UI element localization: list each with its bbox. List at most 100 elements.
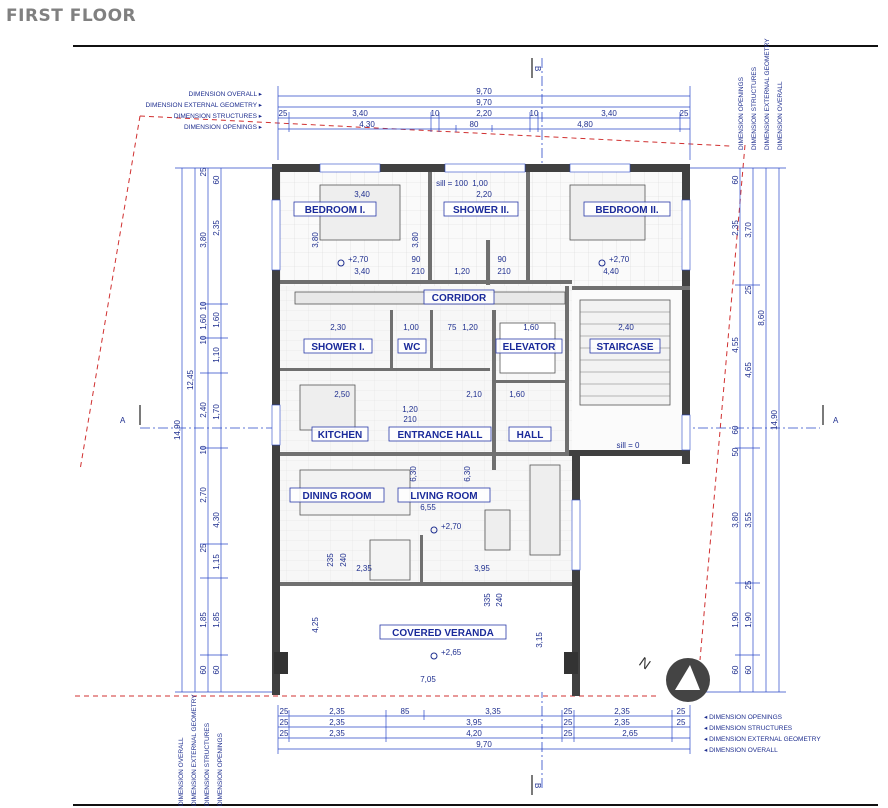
dimension-label: 2,35 [329,718,345,727]
dimension-label: 85 [401,707,410,716]
interior-dimension-label: 3,95 [474,564,490,573]
interior-dimension-label: 1,20 [402,405,418,414]
dimension-label: 25 [744,285,753,294]
dimension-label: 1,60 [212,312,221,328]
dimension-label: 10 [530,109,539,118]
dimension-label: 1,85 [199,612,208,628]
interior-dimension-label: 6,30 [463,466,472,482]
legend-label: DIMENSION STRUCTURES ▸ [174,113,263,120]
title-rule [73,45,878,47]
legend-label: DIMENSION OVERALL [777,81,784,150]
svg-text:WC: WC [404,342,421,353]
dimension-label: 2,35 [329,729,345,738]
interior-dimension-label: 3,40 [354,190,370,199]
bottom-dimension-lines [277,705,691,754]
dimension-label: 25 [744,580,753,589]
interior-dimension-label: 235 [326,553,335,567]
dimension-label: 25 [680,109,689,118]
svg-text:CORRIDOR: CORRIDOR [432,293,487,304]
legend-label: DIMENSION EXTERNAL GEOMETRY [764,38,771,150]
dimension-label: 1,70 [212,404,221,420]
dimension-label: 4,80 [577,120,593,129]
room-covered-veranda: COVERED VERANDA [379,624,507,640]
dimension-label: 2,35 [329,707,345,716]
interior-dimension-label: 2,35 [356,564,372,573]
dimension-label: 3,40 [352,109,368,118]
dimension-label: 9,70 [476,87,492,96]
dimension-label: 60 [199,665,208,674]
dimension-label: 60 [731,665,740,674]
room-entrance-hall: ENTRANCE HALL [388,426,492,442]
dimension-label: 4,55 [731,337,740,353]
dimension-label: 25 [564,729,573,738]
room-shower-1: SHOWER I. [303,338,373,354]
dimension-label: 1,90 [744,612,753,628]
interior-dimension-label: 4,25 [311,617,320,633]
room-hall: HALL [508,426,552,442]
left-dimension-lines [175,167,280,693]
dimension-label: 60 [744,665,753,674]
dimension-label: 25 [564,718,573,727]
dimension-label: 60 [731,425,740,434]
interior-dimension-label: 1,20 [454,267,470,276]
interior-dimension-label: sill = 0 [617,441,640,450]
interior-dimension-label: 2,20 [476,190,492,199]
interior-dimension-label: 1,60 [509,390,525,399]
dimension-label: 10 [199,301,208,310]
dimension-label: 2,20 [476,109,492,118]
svg-text:+2,70: +2,70 [609,255,630,264]
dimension-label: 4,65 [744,362,753,378]
room-dining-room: DINING ROOM [289,487,385,503]
svg-text:+2,65: +2,65 [441,648,462,657]
dimension-label: 25 [280,718,289,727]
svg-text:STAIRCASE: STAIRCASE [596,342,653,353]
interior-dimension-label: 90 [412,255,421,264]
right-dimension-lines [690,167,786,693]
dimension-label: 25 [199,543,208,552]
dimension-label: 3,70 [744,222,753,238]
interior-dimension-label: 2,10 [466,390,482,399]
legend-label: DIMENSION OPENINGS [217,732,224,806]
interior-dimension-label: 335 [483,593,492,607]
dimension-label: 3,40 [601,109,617,118]
svg-text:ENTRANCE HALL: ENTRANCE HALL [398,430,483,441]
dimension-label: 80 [470,120,479,129]
room-labels: BEDROOM I. SHOWER II. BEDROOM II. CORRID… [289,201,671,640]
dimension-label: 3,80 [199,232,208,248]
drawing-title: FIRST FLOOR [6,6,137,26]
interior-dimension-label: sill = 100 [436,179,468,188]
room-wc: WC [397,338,427,354]
legend-label: DIMENSION EXTERNAL GEOMETRY [191,694,198,806]
interior-dimension-label: 1,20 [462,323,478,332]
interior-dimension-label: 210 [411,267,425,276]
interior-dimension-label: 7,05 [420,675,436,684]
room-bedroom-1: BEDROOM I. [293,201,377,217]
dimension-label: 4,20 [466,729,482,738]
dimension-label: 2,35 [614,707,630,716]
interior-dimension-label: 210 [403,415,417,424]
dimension-label: 4,30 [212,512,221,528]
interior-dimension-label: 2,50 [334,390,350,399]
dimension-label: 10 [199,335,208,344]
legend-label: DIMENSION OVERALL ▸ [189,91,263,98]
legend-label: ◂ DIMENSION EXTERNAL GEOMETRY [704,736,821,743]
interior-dimension-label: 3,80 [311,232,320,248]
windows [271,163,691,571]
dimension-label: 1,85 [212,612,221,628]
dimension-label: 8,60 [757,310,766,326]
dimension-label: 25 [564,707,573,716]
dimension-label: 1,60 [199,314,208,330]
dimension-label: 25 [677,707,686,716]
svg-text:N: N [636,654,653,673]
room-living-room: LIVING ROOM [397,487,491,503]
interior-dimension-label: 2,40 [618,323,634,332]
section-marker-a: A [833,416,839,425]
legend-label: ◂ DIMENSION STRUCTURES [704,725,793,732]
room-shower-2: SHOWER II. [443,201,519,217]
interior-dimension-label: 6,30 [409,466,418,482]
dimension-label: 9,70 [476,98,492,107]
dimension-label: 9,70 [476,740,492,749]
dimension-label: 4,30 [359,120,375,129]
interior-dimension-label: 4,40 [603,267,619,276]
